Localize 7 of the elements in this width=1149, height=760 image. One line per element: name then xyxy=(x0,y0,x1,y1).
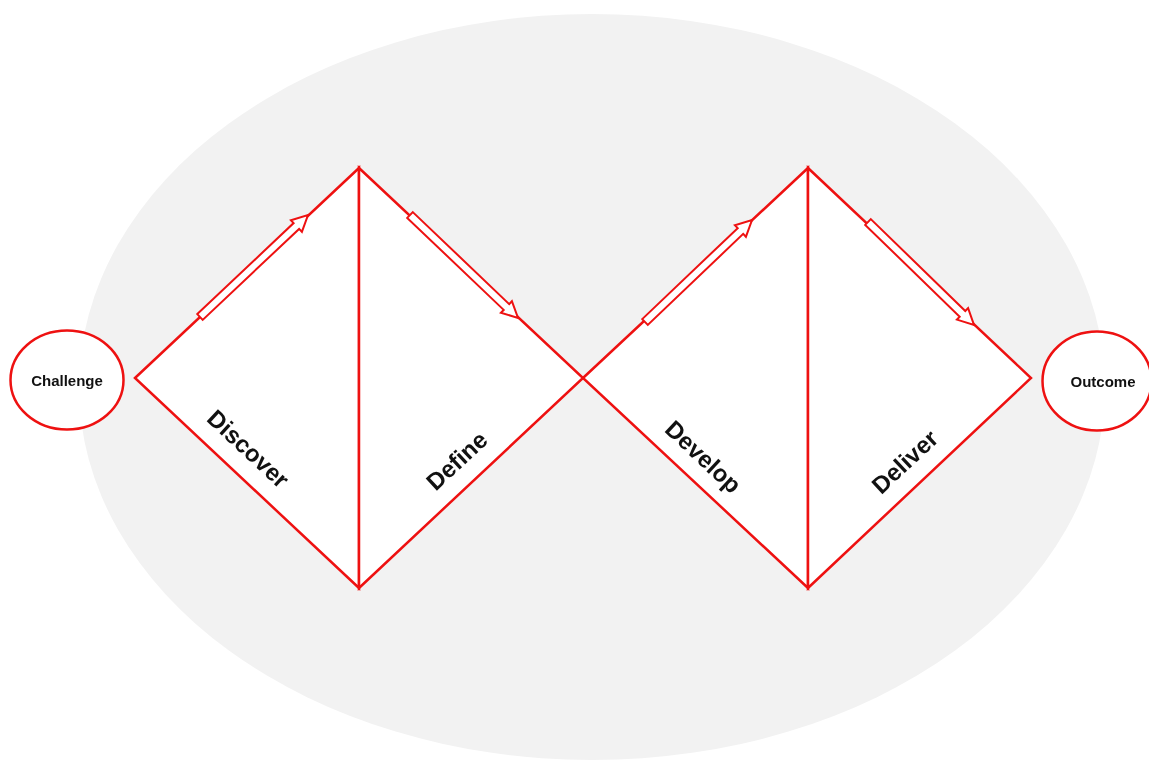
phase-triangle xyxy=(135,168,359,588)
phase-triangle xyxy=(583,168,808,588)
start-circle xyxy=(9,329,125,431)
phase-label: Challenge xyxy=(31,371,103,389)
phase-triangle xyxy=(359,168,583,588)
phase-label: Outcome xyxy=(1070,372,1136,390)
phase-triangle xyxy=(808,168,1031,588)
